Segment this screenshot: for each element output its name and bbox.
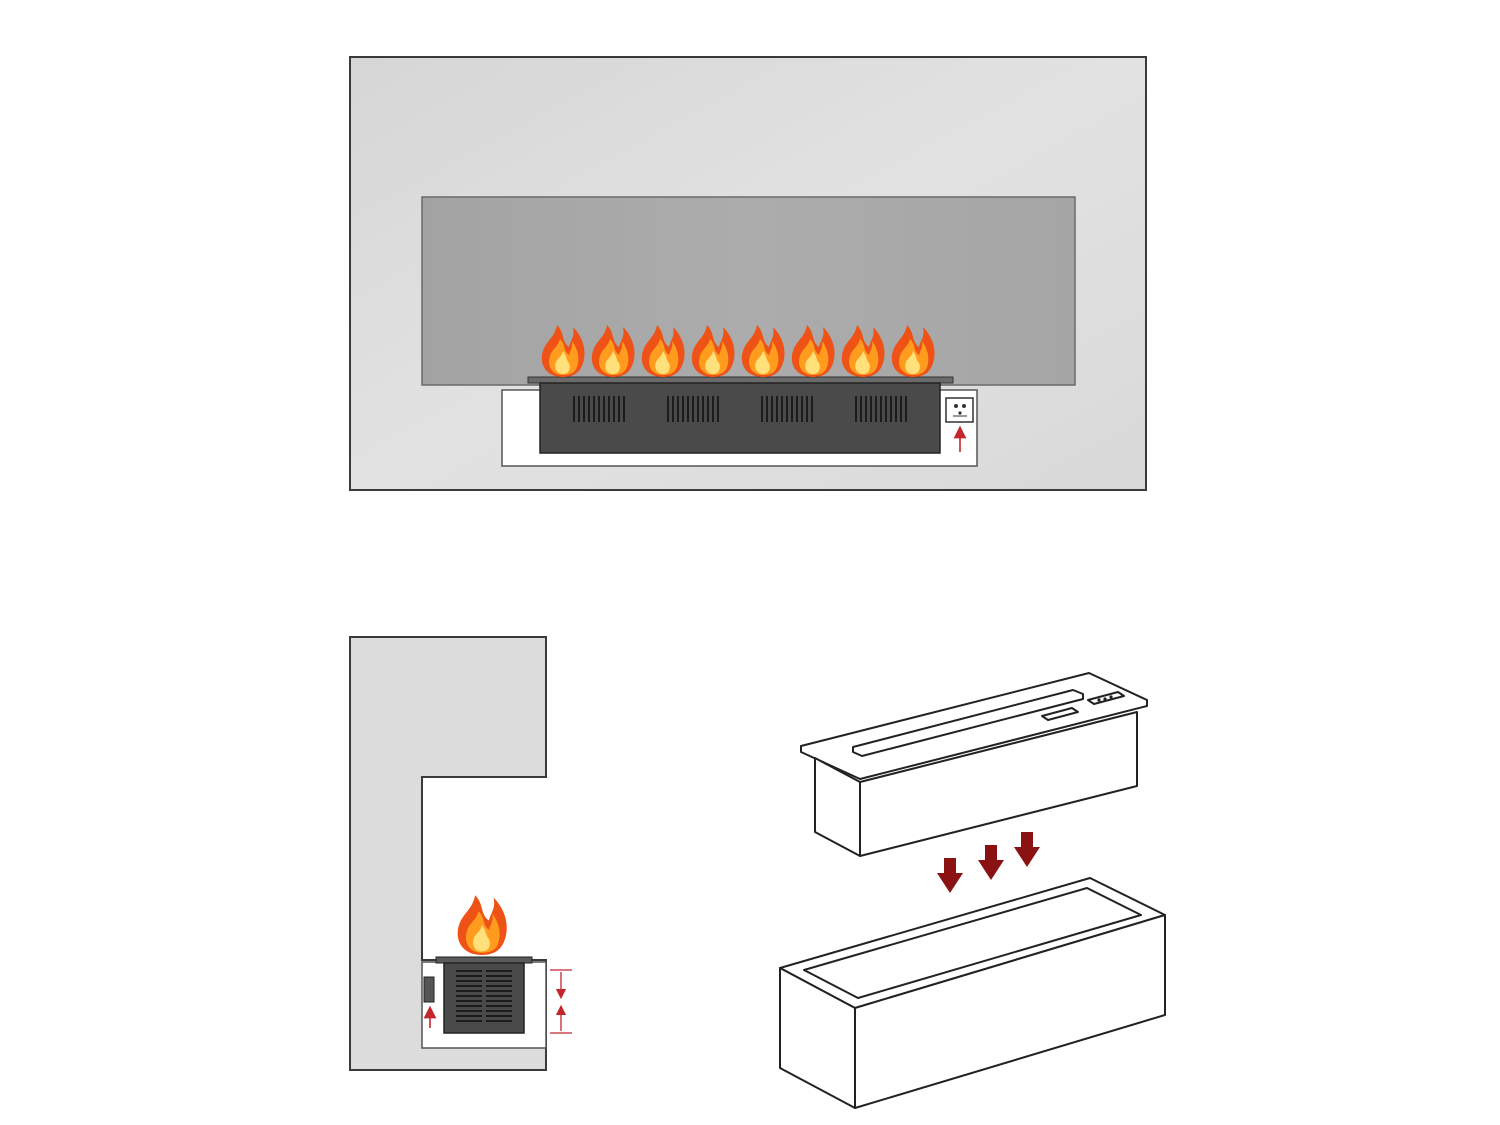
box-side-face: [854, 914, 1166, 1109]
arrow-down-icon: [937, 832, 1040, 893]
side-vent-slot: [456, 970, 482, 972]
dimension-arrows-icon: [550, 969, 572, 1034]
side-vent-slot: [486, 980, 512, 982]
side-burner-top-plate: [435, 956, 533, 964]
side-vent-slot: [456, 975, 482, 977]
side-vent-slot: [486, 1015, 512, 1017]
insert-lid-handle: [1041, 707, 1079, 721]
side-vent-slot: [456, 1020, 482, 1022]
vent-group-container: [573, 396, 907, 422]
box-inner-opening: [803, 887, 1142, 999]
vent-slots: [667, 396, 719, 422]
side-vent-slot: [486, 985, 512, 987]
vent-slots: [573, 396, 625, 422]
receiving-box: [779, 877, 1166, 1109]
side-vent-slot: [486, 1020, 512, 1022]
side-vent-slot: [456, 995, 482, 997]
burner-insert: [800, 672, 1148, 857]
vent-slots: [855, 396, 907, 422]
side-section-view: [349, 636, 572, 1071]
insert-assembly-view: [779, 672, 1166, 1109]
side-vent-slot: [456, 985, 482, 987]
insert-fuel-slot: [852, 689, 1084, 757]
vent-slots: [761, 396, 813, 422]
side-vent-slot: [456, 990, 482, 992]
side-socket-icon: [423, 976, 435, 1003]
side-burner-body: [443, 962, 525, 1034]
side-vent-slot: [486, 975, 512, 977]
side-vent-slot: [486, 1000, 512, 1002]
side-vent-slot: [456, 1000, 482, 1002]
side-vent-slot: [486, 1005, 512, 1007]
side-vent-group: [456, 970, 512, 1022]
front-view: [349, 56, 1147, 491]
insert-box-side: [859, 711, 1138, 857]
side-vent-slot: [456, 1015, 482, 1017]
side-vent-slot: [486, 990, 512, 992]
side-vent-slot: [456, 1010, 482, 1012]
burner-body: [539, 382, 941, 454]
side-vent-slot: [486, 1010, 512, 1012]
side-vent-slot: [456, 1005, 482, 1007]
control-buttons: [1097, 695, 1113, 702]
side-vent-slot: [486, 995, 512, 997]
side-vent-slot: [486, 970, 512, 972]
side-flame-icon: [458, 895, 507, 955]
burner-top-plate: [527, 376, 954, 384]
side-vent-slot: [456, 980, 482, 982]
power-socket-icon: [945, 397, 974, 423]
